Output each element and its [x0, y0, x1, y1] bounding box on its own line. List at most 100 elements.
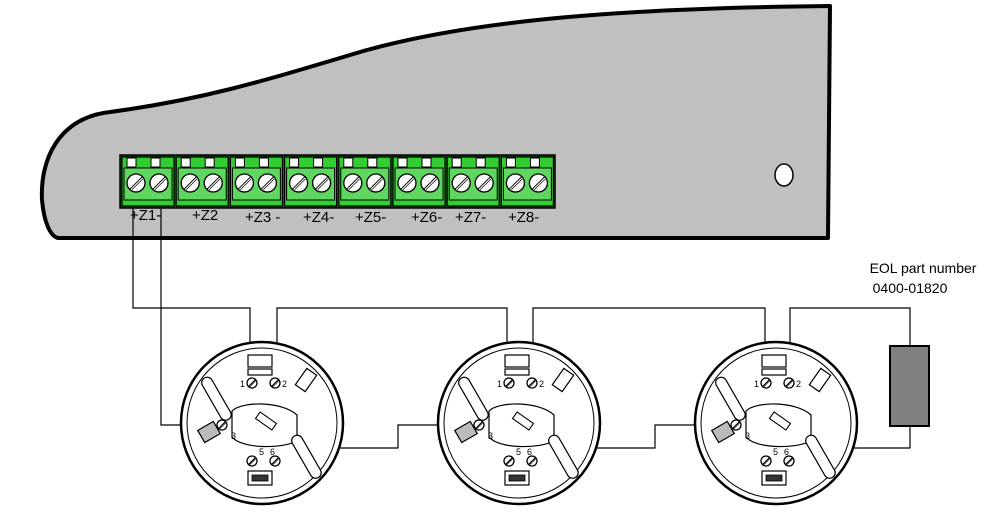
terminal-screw-5: [503, 455, 515, 467]
mounting-slot: [291, 434, 322, 479]
terminal-number-label: 2: [539, 379, 544, 389]
zone-label-z8: +Z8-: [508, 209, 539, 226]
terminal-screw: [474, 173, 494, 193]
center-led: [768, 411, 792, 431]
terminal-screw-5-slot: [505, 457, 513, 465]
terminal-screw-5-slot: [248, 457, 256, 465]
terminal-screw-slot: [152, 176, 166, 190]
base-inner-ring: [700, 347, 852, 499]
terminal-screw: [149, 173, 169, 193]
terminal-screw: [343, 173, 363, 193]
terminal-screw-2-slot: [271, 379, 279, 387]
terminal-wire-entry: [451, 157, 462, 168]
terminal-screw-slot: [508, 176, 523, 190]
terminal-screw-2-slot: [785, 379, 793, 387]
terminal-screw-slot-edge: [208, 178, 221, 190]
terminal-screw-slot: [183, 176, 197, 190]
zone-labels: +Z1- +Z2 +Z3 - +Z4- +Z5- +Z6- +Z7- +Z8-: [130, 207, 539, 226]
terminal-number-label: 3: [231, 431, 236, 441]
eol-resistor: [889, 345, 930, 427]
terminal-block-4: [284, 156, 338, 207]
terminal-screw: [126, 173, 146, 193]
terminal-screw-6-slot: [271, 457, 279, 465]
terminal-screw-5-slot-edge: [763, 458, 770, 465]
terminal-screw-2-slot-edge: [272, 380, 279, 387]
zone-label-z3: +Z3 -: [245, 209, 280, 226]
terminal-screw-slot: [260, 176, 275, 190]
terminal-screw-slot: [314, 176, 329, 190]
terminal-wire-entry: [150, 157, 161, 168]
terminal-screw-6: [526, 455, 538, 467]
mounting-slot: [805, 434, 836, 479]
terminal-screw-slot-edge: [348, 178, 360, 190]
terminal-screw-1: [503, 377, 515, 389]
terminal-wire-entry: [234, 157, 245, 168]
zone-label-z6: +Z6-: [411, 209, 442, 226]
terminal-block-6: [392, 156, 446, 207]
terminal-screw-slot: [206, 176, 220, 190]
terminal-block-8: [500, 156, 554, 207]
terminal-screw-3-slot-edge: [219, 422, 226, 429]
terminal-screw-3-slot: [218, 421, 226, 429]
terminal-screw-slot-edge: [456, 178, 469, 190]
terminal-block-2: [175, 156, 229, 207]
left-tab: [453, 420, 479, 444]
terminal-screw-slot: [346, 176, 360, 190]
terminal-screw-slot: [400, 176, 414, 190]
terminal-block-3: [229, 156, 283, 207]
zone-label-z7: +Z7-: [455, 209, 486, 226]
terminal-screw-6: [783, 455, 795, 467]
top-clamp-lip: [247, 368, 273, 376]
top-right-tab: [294, 367, 318, 393]
top-clamp: [247, 354, 273, 368]
terminal-number-label: 1: [240, 379, 245, 389]
base-inner-ring: [186, 347, 338, 499]
terminal-number-label: 5: [773, 447, 778, 457]
terminal-screw: [528, 173, 549, 193]
terminal-screw-1-slot-edge: [249, 380, 256, 387]
terminal-screw-slot-edge: [402, 178, 414, 190]
top-clamp-lip: [504, 368, 530, 376]
terminal-screw-slot-edge: [425, 178, 437, 190]
terminal-screw-2-slot-edge: [786, 380, 793, 387]
terminal-wire-entry: [126, 157, 137, 168]
top-right-tab: [808, 367, 832, 393]
terminal-wire-entry: [505, 157, 516, 168]
terminal-screw-2: [526, 377, 538, 389]
top-clamp-lip: [761, 368, 787, 376]
terminal-number-label: 6: [784, 447, 789, 457]
bottom-clamp-insert: [765, 474, 783, 482]
mounting-slot: [548, 434, 579, 479]
terminal-wire-entry: [289, 157, 300, 168]
bottom-clamp-insert: [508, 474, 526, 482]
terminal-screw: [234, 173, 255, 193]
terminal-screw-3: [216, 419, 228, 431]
eol-title: EOL part number: [870, 260, 977, 276]
terminal-block-7: [446, 156, 500, 207]
terminal-screw: [420, 173, 440, 193]
terminal-screw-slot-edge: [371, 178, 383, 190]
terminal-screw-slot-edge: [154, 178, 166, 190]
left-tab: [710, 420, 736, 444]
terminal-screw-1: [246, 377, 258, 389]
terminal-screw-slot: [291, 176, 306, 190]
terminal-screw-slot-edge: [263, 178, 275, 190]
terminal-wire-entry: [313, 157, 324, 168]
terminal-screw-slot: [423, 176, 437, 190]
terminal-screw-slot-edge: [479, 178, 492, 190]
terminal-wire-entry: [204, 157, 215, 168]
top-clamp: [504, 354, 530, 368]
base-inner-ring: [443, 347, 595, 499]
terminal-screw: [451, 173, 471, 193]
terminal-number-label: 2: [282, 379, 287, 389]
terminal-number-label: 3: [488, 431, 493, 441]
terminal-screw-slot-edge: [534, 178, 546, 190]
terminal-number-label: 3: [745, 431, 750, 441]
terminal-screw-3-slot: [475, 421, 483, 429]
terminal-screw-slot: [531, 176, 546, 190]
left-tab: [196, 420, 222, 444]
terminal-wire-entry: [529, 157, 540, 168]
